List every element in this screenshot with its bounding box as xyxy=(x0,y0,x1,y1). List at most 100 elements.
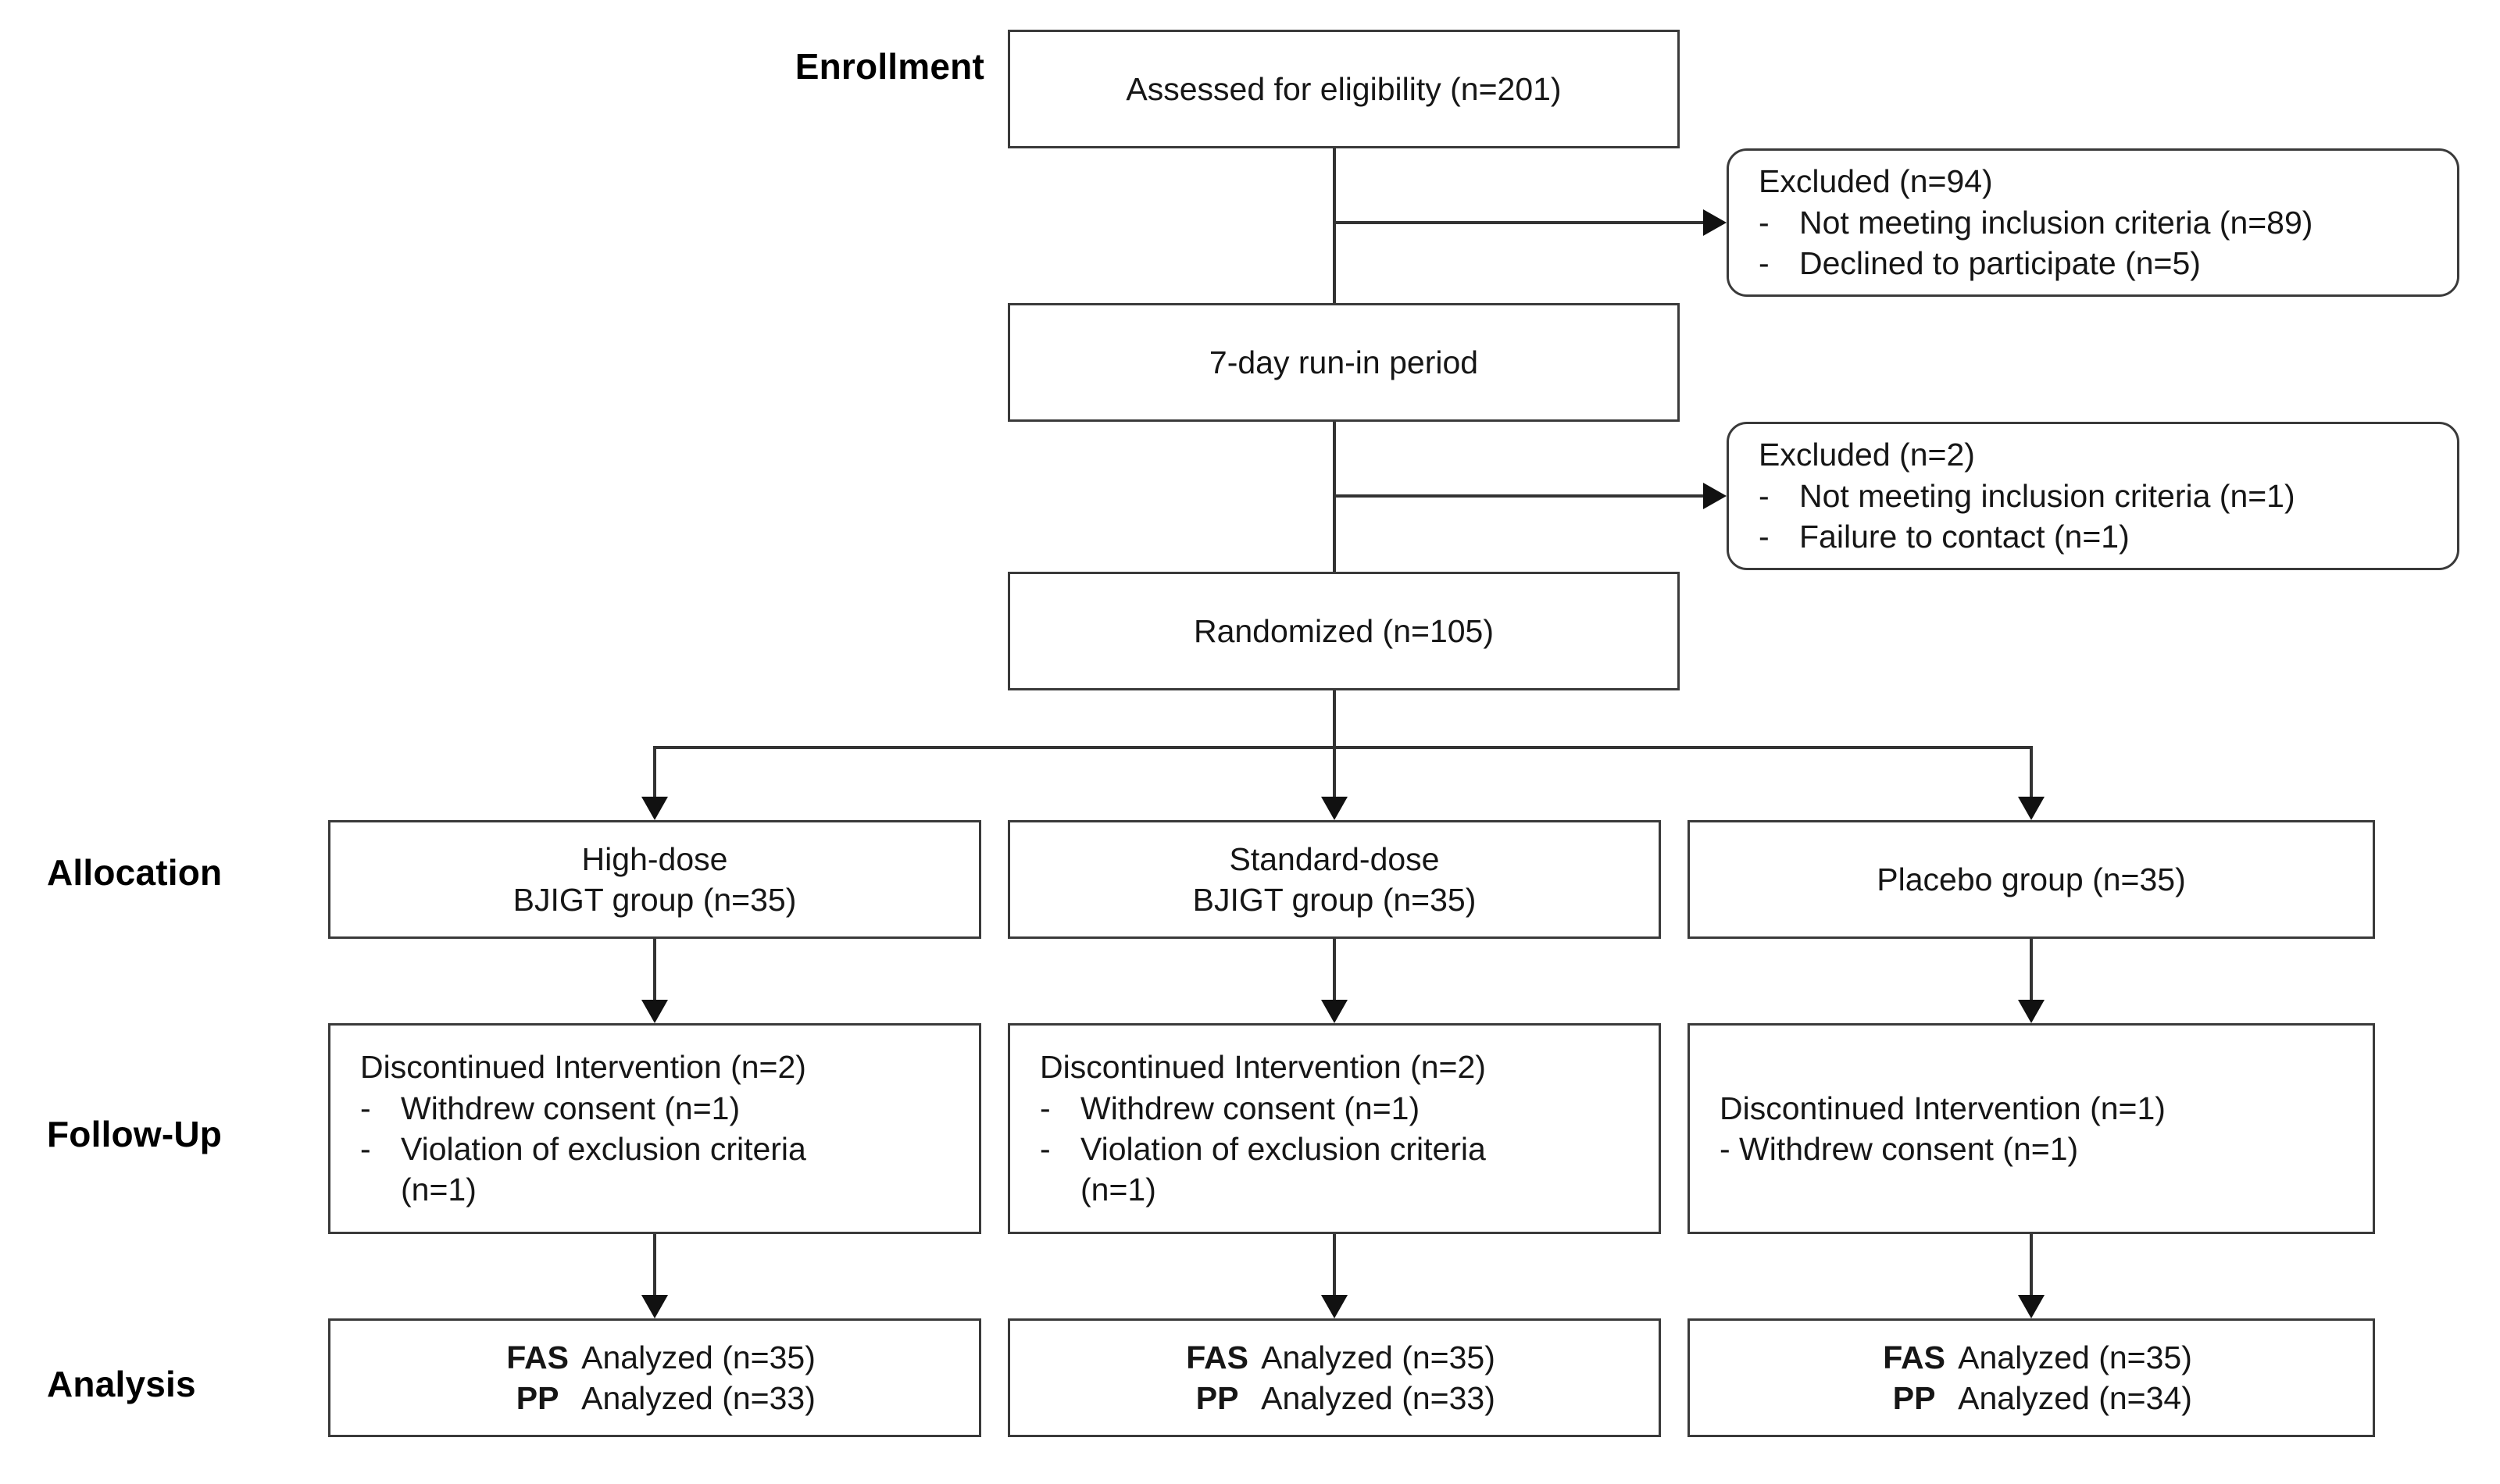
arrow-to-followup-placebo xyxy=(2018,1000,2045,1023)
analysis-placebo-pp-text: Analyzed (n=34) xyxy=(1958,1380,2192,1416)
arrow-to-analysis-placebo xyxy=(2018,1295,2045,1318)
node-analysis-standard-dose: FAS Analyzed (n=35) PP Analyzed (n=33) xyxy=(1008,1318,1661,1437)
analysis-high-dose-fas-text: Analyzed (n=35) xyxy=(581,1339,816,1375)
followup-placebo-item-0-text: - Withdrew consent (n=1) xyxy=(1720,1131,2079,1167)
node-assessed-for-eligibility: Assessed for eligibility (n=201) xyxy=(1008,30,1680,148)
arrow-to-analysis-standard-dose xyxy=(1321,1295,1348,1318)
analysis-tag-pp: PP xyxy=(1892,1380,1936,1416)
arrow-to-followup-high-dose xyxy=(641,1000,668,1023)
analysis-tag-pp: PP xyxy=(1195,1380,1239,1416)
node-followup-placebo: Discontinued Intervention (n=1) - Withdr… xyxy=(1688,1023,2375,1234)
node-run-in-period: 7-day run-in period xyxy=(1008,303,1680,422)
connector-randomized-trunk xyxy=(1333,690,1336,794)
stage-label-analysis: Analysis xyxy=(47,1364,196,1404)
followup-high-dose-item-1: - Violation of exclusion criteria xyxy=(360,1129,965,1169)
analysis-tag-pp: PP xyxy=(516,1380,559,1416)
arrow-to-excluded-2 xyxy=(1703,483,1727,509)
followup-placebo-title: Discontinued Intervention (n=1) xyxy=(1720,1090,2166,1126)
analysis-tag-fas: FAS xyxy=(1186,1339,1249,1375)
excluded-2-item-1: - Failure to contact (n=1) xyxy=(1759,516,2443,557)
node-allocation-placebo: Placebo group (n=35) xyxy=(1688,820,2375,939)
analysis-standard-dose-row-1: PP Analyzed (n=33) xyxy=(1010,1378,1659,1418)
node-allocation-standard-dose: Standard-dose BJIGT group (n=35) xyxy=(1008,820,1661,939)
dash-marker: - xyxy=(1040,1090,1051,1126)
connector-to-excluded-2 xyxy=(1333,494,1703,498)
allocation-high-dose-line2: BJIGT group (n=35) xyxy=(512,882,797,918)
arrow-to-followup-standard-dose xyxy=(1321,1000,1348,1023)
arrow-to-allocation-placebo xyxy=(2018,797,2045,820)
connector-split-to-high-dose xyxy=(653,746,656,799)
dash-marker: - xyxy=(1759,519,1770,555)
dash-marker: - xyxy=(1759,204,1770,241)
followup-high-dose-item-0-text: Withdrew consent (n=1) xyxy=(401,1090,741,1126)
analysis-standard-dose-row-0: FAS Analyzed (n=35) xyxy=(1010,1337,1659,1378)
followup-high-dose-item-0: - Withdrew consent (n=1) xyxy=(360,1088,965,1129)
followup-standard-dose-item-1-cont: (n=1) xyxy=(1080,1172,1156,1208)
connector-followup-to-analysis-high-dose xyxy=(653,1234,656,1297)
excluded-1-item-1: - Declined to participate (n=5) xyxy=(1759,243,2443,284)
analysis-high-dose-pp-text: Analyzed (n=33) xyxy=(581,1380,816,1416)
connector-followup-to-analysis-standard-dose xyxy=(1333,1234,1336,1297)
allocation-high-dose-line1: High-dose xyxy=(581,840,728,877)
dash-marker: - xyxy=(1040,1131,1051,1167)
node-followup-standard-dose: Discontinued Intervention (n=2) - Withdr… xyxy=(1008,1023,1661,1234)
dash-marker: - xyxy=(360,1131,371,1167)
randomized-text: Randomized (n=105) xyxy=(1193,612,1495,649)
connector-assessed-to-runin xyxy=(1333,148,1336,303)
excluded-2-item-0: - Not meeting inclusion criteria (n=1) xyxy=(1759,476,2443,516)
excluded-2-title: Excluded (n=2) xyxy=(1759,437,1975,473)
excluded-2-item-0-text: Not meeting inclusion criteria (n=1) xyxy=(1799,477,2295,514)
analysis-high-dose-row-0: FAS Analyzed (n=35) xyxy=(330,1337,979,1378)
arrow-to-allocation-high-dose xyxy=(641,797,668,820)
excluded-2-item-1-text: Failure to contact (n=1) xyxy=(1799,519,2130,555)
node-analysis-placebo: FAS Analyzed (n=35) PP Analyzed (n=34) xyxy=(1688,1318,2375,1437)
node-excluded-1: Excluded (n=94) - Not meeting inclusion … xyxy=(1727,148,2459,297)
connector-alloc-to-followup-placebo xyxy=(2030,939,2033,1001)
followup-high-dose-title: Discontinued Intervention (n=2) xyxy=(360,1049,806,1086)
allocation-placebo-line1: Placebo group (n=35) xyxy=(1877,861,2186,897)
analysis-placebo-row-0: FAS Analyzed (n=35) xyxy=(1690,1337,2373,1378)
followup-standard-dose-item-1-text: Violation of exclusion criteria xyxy=(1080,1131,1486,1167)
followup-high-dose-item-1-cont: (n=1) xyxy=(401,1172,477,1208)
excluded-1-item-1-text: Declined to participate (n=5) xyxy=(1799,245,2201,282)
analysis-standard-dose-pp-text: Analyzed (n=33) xyxy=(1261,1380,1495,1416)
dash-marker: - xyxy=(360,1090,371,1126)
followup-standard-dose-title: Discontinued Intervention (n=2) xyxy=(1040,1049,1486,1086)
dash-marker: - xyxy=(1759,245,1770,282)
node-randomized: Randomized (n=105) xyxy=(1008,572,1680,690)
followup-standard-dose-item-0: - Withdrew consent (n=1) xyxy=(1040,1088,1645,1129)
excluded-1-item-0-text: Not meeting inclusion criteria (n=89) xyxy=(1799,204,2313,241)
analysis-placebo-fas-text: Analyzed (n=35) xyxy=(1958,1339,2192,1375)
analysis-tag-fas: FAS xyxy=(1883,1339,1946,1375)
arrow-to-allocation-standard-dose xyxy=(1321,797,1348,820)
excluded-1-title: Excluded (n=94) xyxy=(1759,163,1993,200)
node-allocation-high-dose: High-dose BJIGT group (n=35) xyxy=(328,820,981,939)
followup-high-dose-item-1-text: Violation of exclusion criteria xyxy=(401,1131,806,1167)
stage-label-allocation: Allocation xyxy=(47,852,223,893)
arrow-to-analysis-high-dose xyxy=(641,1295,668,1318)
analysis-standard-dose-fas-text: Analyzed (n=35) xyxy=(1261,1339,1495,1375)
assessed-text: Assessed for eligibility (n=201) xyxy=(1126,70,1562,107)
allocation-standard-dose-line1: Standard-dose xyxy=(1229,840,1440,877)
connector-randomized-split-bar xyxy=(653,746,2031,749)
excluded-1-item-0: - Not meeting inclusion criteria (n=89) xyxy=(1759,202,2443,243)
node-analysis-high-dose: FAS Analyzed (n=35) PP Analyzed (n=33) xyxy=(328,1318,981,1437)
run-in-text: 7-day run-in period xyxy=(1209,344,1479,380)
connector-alloc-to-followup-standard-dose xyxy=(1333,939,1336,1001)
connector-followup-to-analysis-placebo xyxy=(2030,1234,2033,1297)
arrow-to-excluded-1 xyxy=(1703,209,1727,236)
connector-split-to-placebo xyxy=(2030,746,2033,799)
allocation-standard-dose-line2: BJIGT group (n=35) xyxy=(1192,882,1477,918)
analysis-placebo-row-1: PP Analyzed (n=34) xyxy=(1690,1378,2373,1418)
stage-label-followup: Follow-Up xyxy=(47,1114,223,1154)
node-followup-high-dose: Discontinued Intervention (n=2) - Withdr… xyxy=(328,1023,981,1234)
analysis-tag-fas: FAS xyxy=(506,1339,570,1375)
followup-standard-dose-item-1: - Violation of exclusion criteria xyxy=(1040,1129,1645,1169)
analysis-high-dose-row-1: PP Analyzed (n=33) xyxy=(330,1378,979,1418)
stage-label-enrollment: Enrollment xyxy=(795,46,984,87)
node-excluded-2: Excluded (n=2) - Not meeting inclusion c… xyxy=(1727,422,2459,570)
connector-to-excluded-1 xyxy=(1333,221,1703,224)
followup-standard-dose-item-0-text: Withdrew consent (n=1) xyxy=(1080,1090,1420,1126)
dash-marker: - xyxy=(1759,477,1770,514)
